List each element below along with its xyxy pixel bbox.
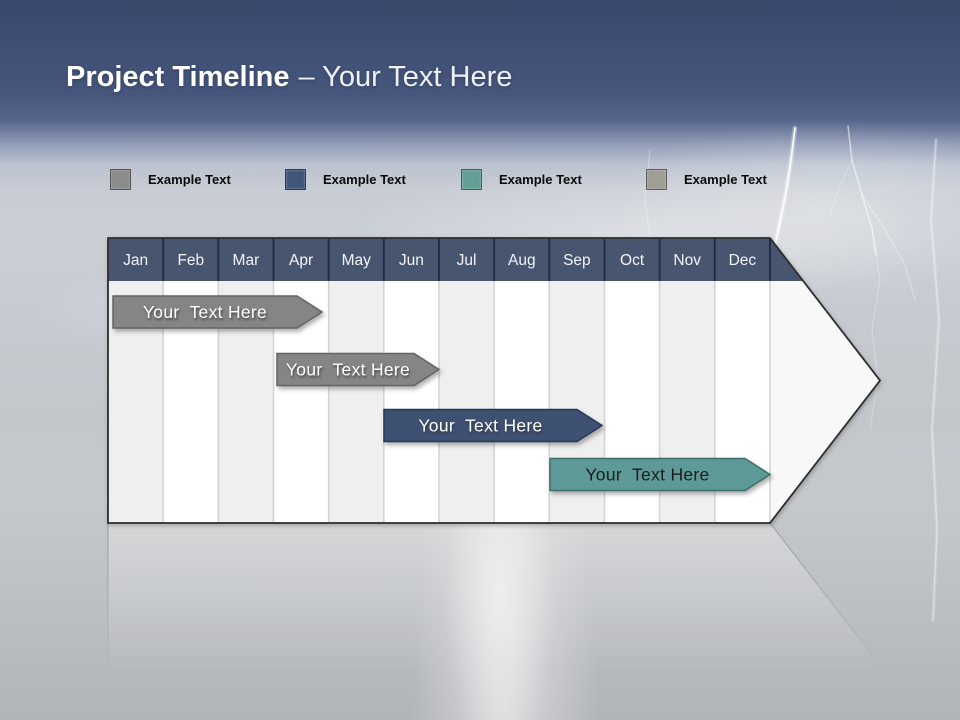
timeline-arrow-outline (107, 237, 882, 524)
legend-item-1: Example Text (110, 169, 231, 190)
month-header-band (108, 238, 804, 281)
legend-item-3: Example Text (461, 169, 582, 190)
month-label: Oct (620, 252, 645, 269)
month-label: Jan (123, 252, 148, 269)
legend-swatch-blue (285, 169, 306, 190)
title-primary: Project Timeline (66, 61, 290, 93)
month-label: Jul (457, 252, 477, 269)
month-label: Jun (399, 252, 424, 269)
month-label: May (342, 252, 372, 269)
month-label: Dec (729, 252, 757, 269)
task-arrow-shape (112, 295, 324, 329)
legend-swatch-teal (461, 169, 482, 190)
task-arrow-shape (383, 408, 604, 443)
month-label: Apr (289, 252, 313, 269)
task-label: Your Text Here (585, 465, 709, 485)
task-arrow-shape (549, 457, 772, 492)
column-stripes (108, 281, 770, 523)
month-header-dividers (162, 238, 771, 281)
month-label: Sep (563, 252, 591, 269)
task-arrow-1: Your Text Here (112, 295, 324, 329)
task-arrow-4: Your Text Here (549, 457, 772, 492)
task-arrow-2: Your Text Here (276, 352, 441, 387)
legend-label: Example Text (148, 172, 231, 187)
task-arrow-3: Your Text Here (383, 408, 604, 443)
month-label: Feb (177, 252, 204, 269)
task-label: Your Text Here (286, 360, 410, 380)
legend-label: Example Text (684, 172, 767, 187)
task-label: Your Text Here (143, 302, 267, 322)
title-secondary: – Your Text Here (298, 61, 513, 93)
page-title: Project Timeline– Your Text Here (66, 57, 512, 97)
legend-item-2: Example Text (285, 169, 406, 190)
task-label: Your Text Here (418, 416, 542, 436)
legend-label: Example Text (499, 172, 582, 187)
task-arrow-shape (276, 352, 441, 387)
month-label: Aug (508, 252, 536, 269)
legend-item-4: Example Text (646, 169, 767, 190)
month-label: Nov (673, 252, 701, 269)
legend-swatch-gray (110, 169, 131, 190)
month-header-labels: Jan Feb Mar Apr May Jun Jul Aug Sep Oct … (123, 252, 756, 269)
timeline-reflection (0, 523, 960, 708)
legend-swatch-tan (646, 169, 667, 190)
legend-label: Example Text (323, 172, 406, 187)
month-label: Mar (233, 252, 260, 269)
